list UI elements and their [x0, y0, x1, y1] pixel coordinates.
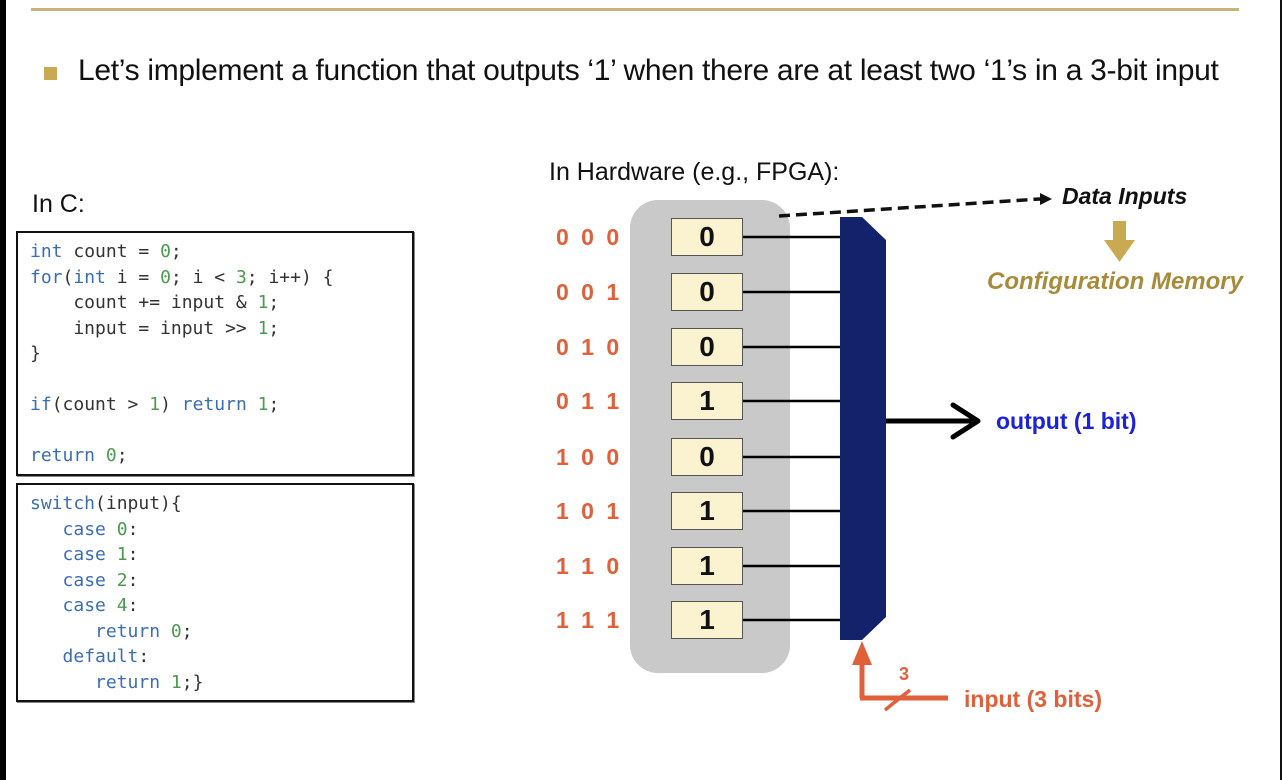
- memory-cell: 1: [671, 601, 743, 639]
- code-line: default:: [62, 646, 150, 667]
- code-line: return 1;}: [95, 671, 204, 693]
- memory-cell: 1: [671, 382, 743, 420]
- data-inputs-arrowhead: [1040, 193, 1052, 205]
- code-line: return 0;: [95, 620, 193, 642]
- address-label: 0 1 0: [556, 334, 623, 360]
- code-line: case 0:: [62, 518, 139, 540]
- memory-cell: 0: [671, 273, 743, 311]
- code-line: if(count > 1) return 1;: [30, 394, 280, 415]
- left-frame-edge: [0, 0, 6, 780]
- address-label: 0 1 1: [556, 388, 623, 414]
- bus-width-label: 3: [899, 664, 910, 684]
- code-line: case 1:: [62, 544, 139, 565]
- data-inputs-dashed-line: [778, 197, 1041, 218]
- multiplexer: [840, 217, 886, 640]
- data-inputs-label: Data Inputs: [1062, 183, 1188, 209]
- code-line: case 2:: [62, 569, 139, 591]
- code-line: int count = 0;: [30, 241, 182, 262]
- memory-cell: 1: [671, 547, 743, 585]
- bullet-text: Let’s implement a function that outputs …: [78, 54, 1219, 87]
- title-rule: [31, 8, 1239, 11]
- bullet-marker: [44, 67, 57, 80]
- address-label: 0 0 1: [556, 279, 623, 305]
- input-label: input (3 bits): [964, 686, 1102, 712]
- address-label: 1 0 1: [556, 498, 623, 524]
- memory-cell: 1: [671, 492, 743, 530]
- code-line: [30, 367, 412, 393]
- address-label: 1 1 1: [556, 607, 623, 633]
- c-code-loop: int count = 0; for(int i = 0; i < 3; i++)…: [16, 231, 414, 476]
- hardware-section-label: In Hardware (e.g., FPGA):: [549, 158, 840, 186]
- c-section-label: In C:: [32, 190, 85, 218]
- address-label: 1 0 0: [556, 444, 623, 470]
- code-line: case 4:: [62, 595, 139, 616]
- code-line: [30, 418, 412, 444]
- c-code-switch: switch(input){ case 0: case 1: case 2: c…: [16, 483, 414, 702]
- code-line: for(int i = 0; i < 3; i++) {: [30, 266, 334, 288]
- right-frame-edge: [1280, 0, 1282, 780]
- address-label: 1 1 0: [556, 553, 623, 579]
- memory-cell: 0: [671, 328, 743, 366]
- code-line: return 0;: [30, 445, 128, 466]
- output-arrow-icon: [886, 402, 981, 440]
- address-label: 0 0 0: [556, 224, 623, 250]
- code-line: count += input & 1;: [30, 292, 280, 313]
- code-line: switch(input){: [30, 493, 182, 514]
- memory-cell: 0: [671, 438, 743, 476]
- code-line: }: [30, 343, 41, 364]
- memory-cell: 0: [671, 218, 743, 256]
- code-line: input = input >> 1;: [30, 317, 280, 339]
- output-label: output (1 bit): [996, 408, 1137, 434]
- down-arrow-icon: [1104, 221, 1135, 262]
- configuration-memory-label: Configuration Memory: [987, 268, 1243, 295]
